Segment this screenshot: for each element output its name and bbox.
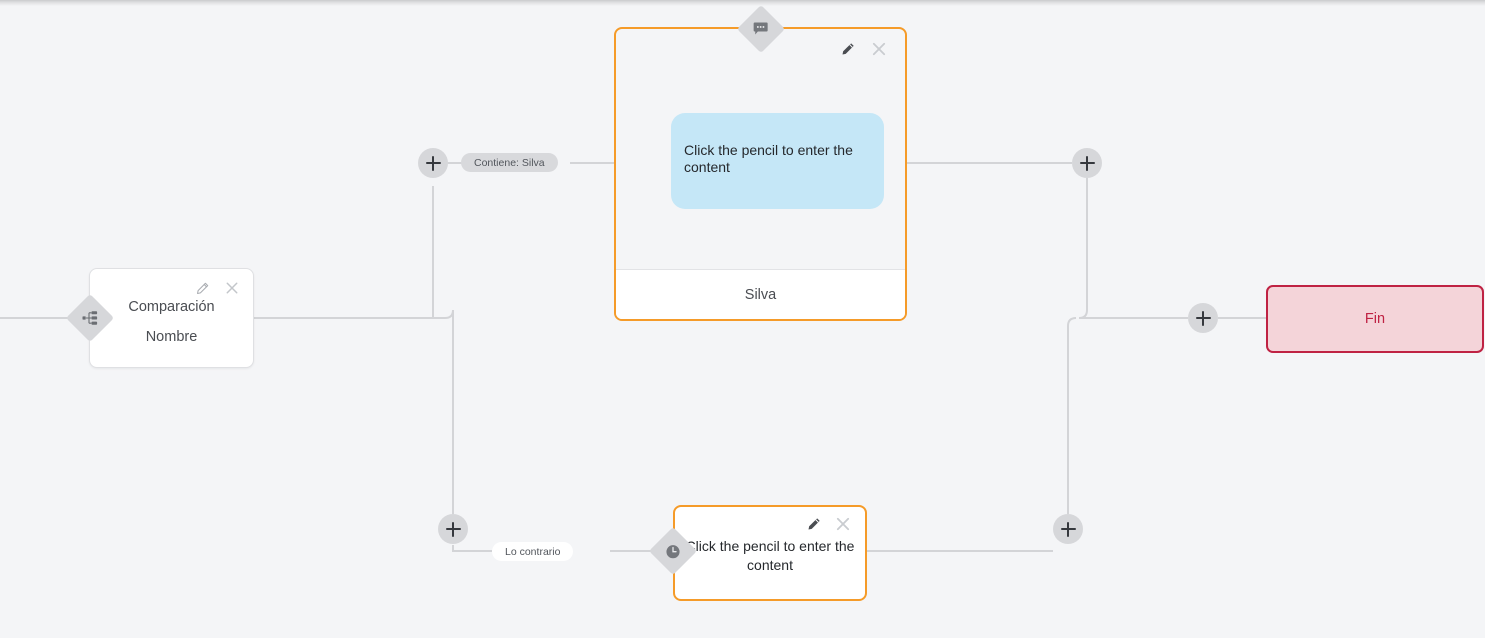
close-icon[interactable] [225,281,239,295]
comparison-node-subtitle: Nombre [145,329,198,345]
add-node-after-message[interactable] [1072,148,1102,178]
sitemap-icon [82,310,98,326]
comparison-node[interactable]: Comparación Nombre [89,268,254,368]
end-node[interactable]: Fin [1266,285,1484,353]
message-node-badge [736,4,786,54]
close-icon[interactable] [871,41,887,57]
delay-node-badge [648,526,698,576]
comparison-node-badge [65,293,115,343]
message-node[interactable]: Click the pencil to enter the content Si… [614,27,907,321]
top-shadow-band [0,0,1485,6]
pencil-icon[interactable] [841,42,855,56]
add-node-after-delay[interactable] [1053,514,1083,544]
message-node-actions [841,41,887,57]
chat-bubble-icon [753,22,769,37]
edge-label-contiene[interactable]: Contiene: Silva [461,153,558,172]
delay-node-actions [807,516,851,532]
message-node-footer: Silva [616,269,905,319]
add-node-branch-true[interactable] [418,148,448,178]
pencil-icon[interactable] [196,282,209,295]
delay-node-text: Click the pencil to enter the content [685,538,855,573]
comparison-node-title: Comparación [128,299,215,315]
pencil-icon[interactable] [807,517,821,531]
close-icon[interactable] [835,516,851,532]
add-node-branch-false[interactable] [438,514,468,544]
comparison-node-text: Comparación Nombre [90,299,253,345]
message-bubble: Click the pencil to enter the content [671,113,884,209]
edge-label-lo-contrario[interactable]: Lo contrario [492,542,574,561]
add-node-before-end[interactable] [1188,303,1218,333]
delay-node[interactable]: Click the pencil to enter the content [673,505,867,601]
clock-icon [666,544,681,559]
comparison-node-actions [196,281,239,295]
